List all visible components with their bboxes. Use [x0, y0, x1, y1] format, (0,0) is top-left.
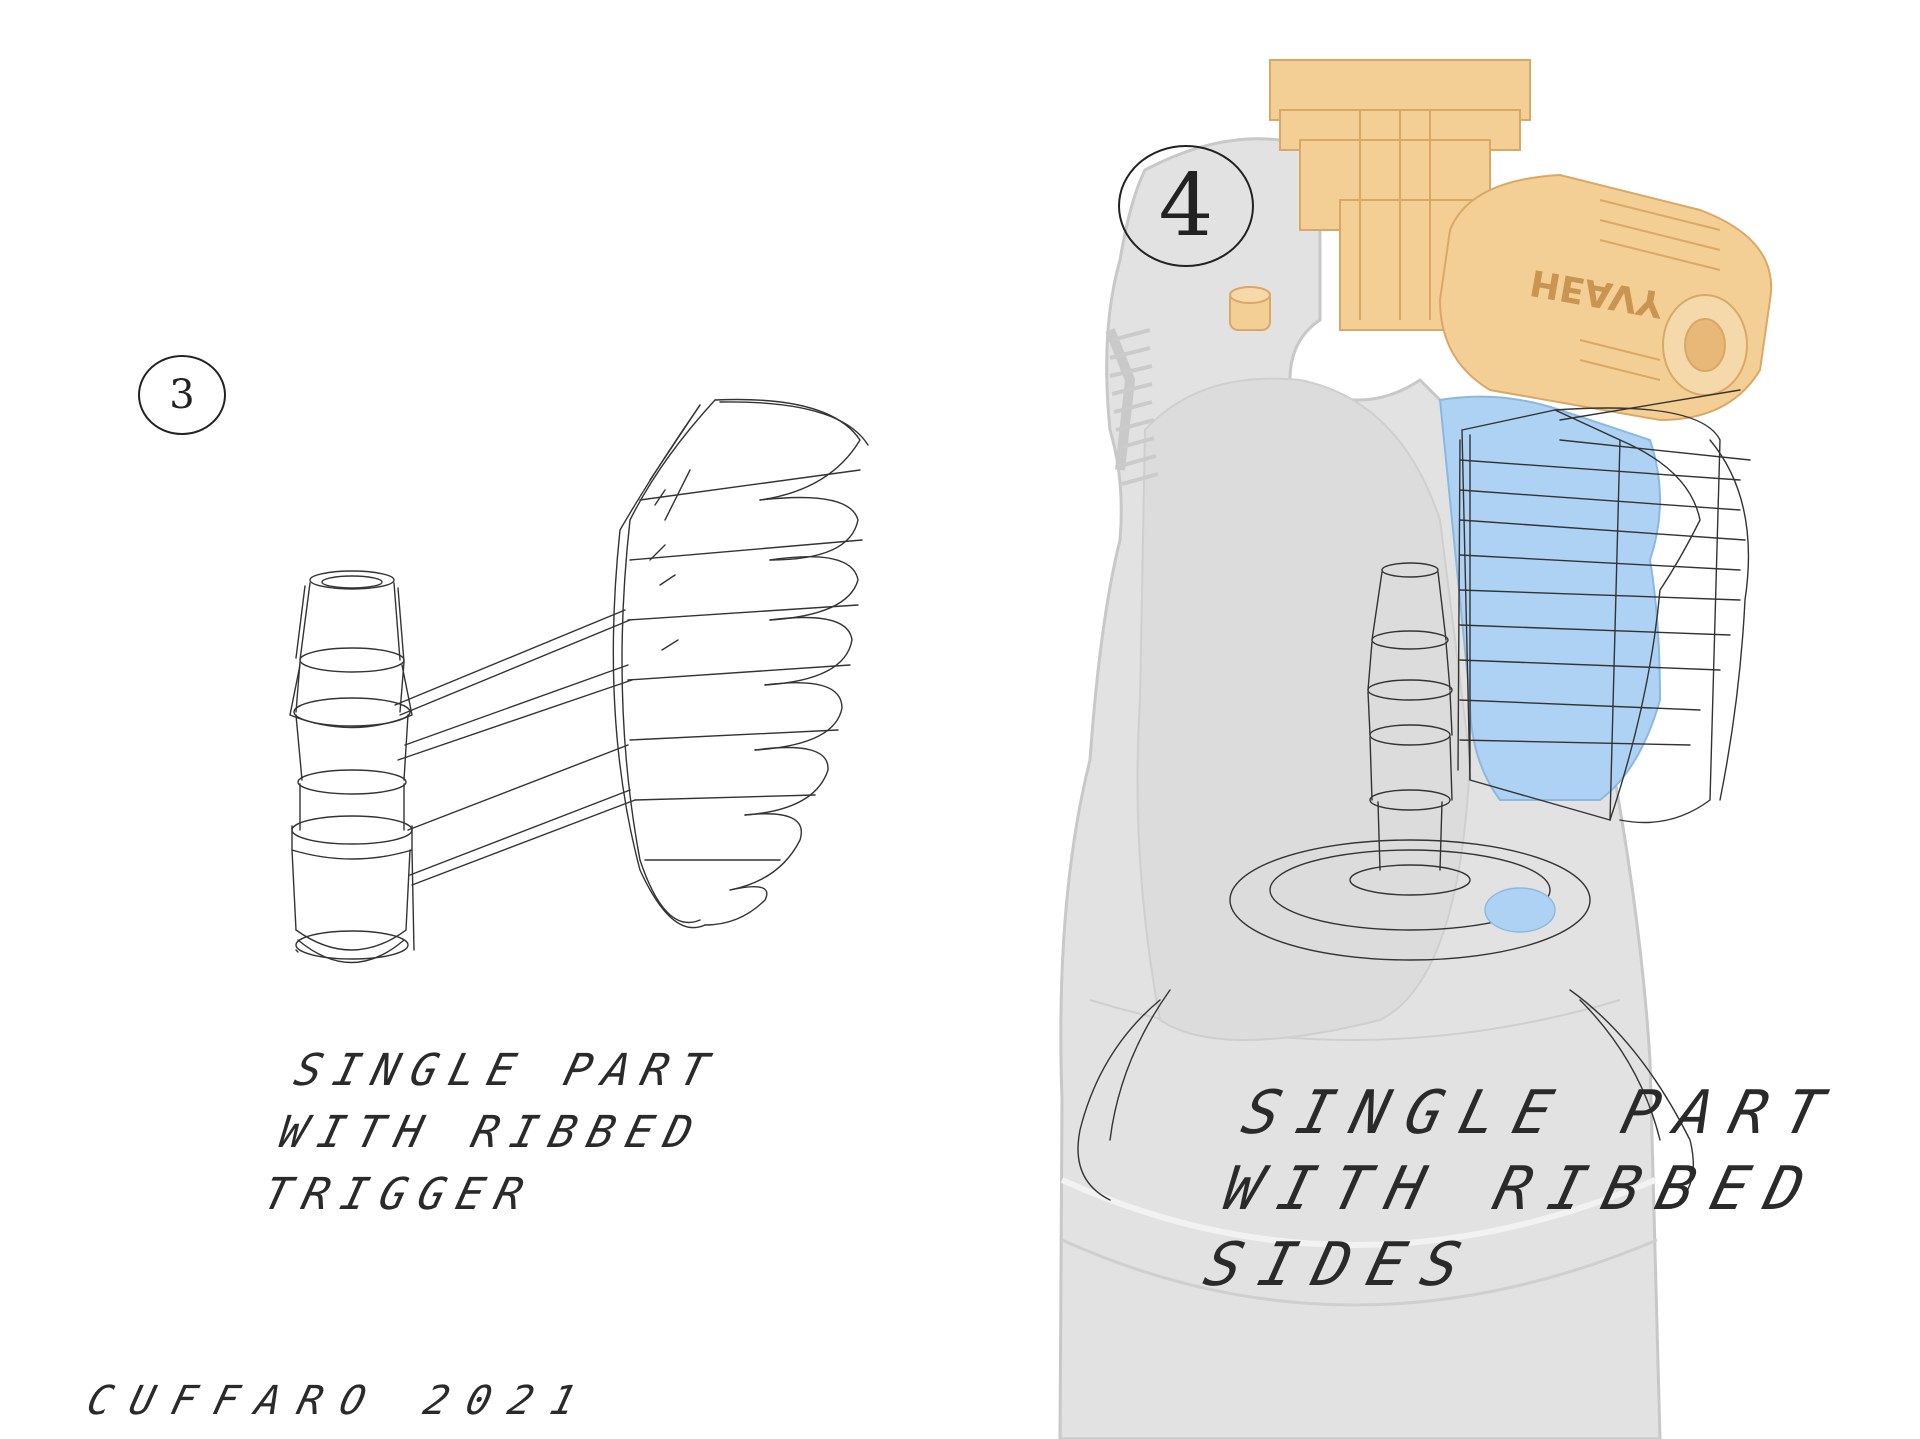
- artist-signature: CUFFARO 2021: [82, 1378, 599, 1424]
- ribbed-side-trigger: [1438, 395, 1662, 801]
- barbed-nozzle-sketch: [289, 570, 415, 964]
- sketch-4-number: 4: [1118, 145, 1254, 267]
- sketch-3-number-text: 3: [169, 372, 195, 418]
- sketch-4-caption: SINGLE PART WITH RIBBED SIDES: [1197, 1078, 1849, 1300]
- sketch-3-caption: SINGLE PART WITH RIBBED TRIGGER: [258, 1045, 726, 1220]
- sketch-4-number-text: 4: [1158, 156, 1214, 256]
- sketch-4-pencil-lines: [1077, 389, 1751, 1201]
- sketch-4-drawing: HEAVY: [1058, 59, 1773, 1439]
- side-grip-ribs: [1109, 328, 1159, 486]
- sketch-3-drawing: [289, 398, 869, 964]
- sketch-3-number: 3: [138, 355, 226, 435]
- ribbed-trigger-sketch: [612, 398, 869, 929]
- valve-assembly: [1229, 59, 1773, 422]
- connecting-bars-sketch: [394, 609, 636, 886]
